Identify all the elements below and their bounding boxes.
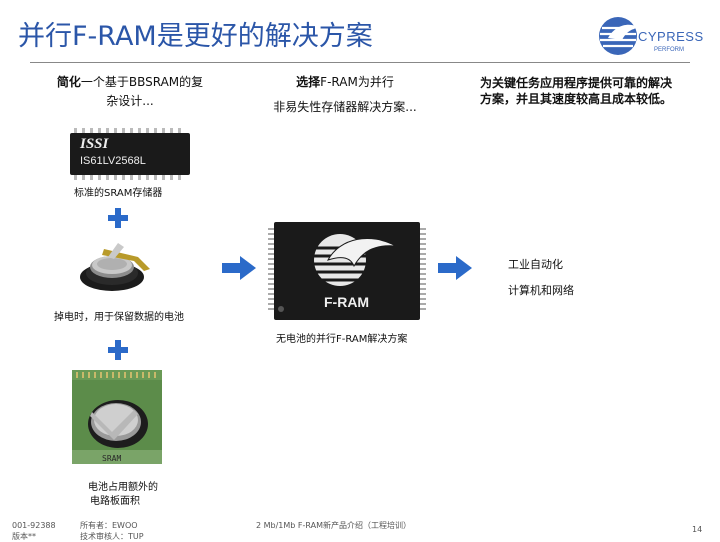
footer-rev: 版本** — [12, 531, 56, 542]
sram-caption: 标准的SRAM存储器 — [74, 184, 162, 199]
board-marking: SRAM — [102, 454, 121, 463]
col1-line2: 杂设计... — [40, 92, 220, 111]
plus-icon — [108, 340, 128, 360]
col2-line2: 非易失性存储器解决方案... — [270, 98, 420, 117]
col2-line1: F-RAM为并行 — [320, 75, 394, 89]
footer-reviewer: 技术审核人：TUP — [80, 531, 144, 542]
footer-owner-info: 所有者：EWOO 技术审核人：TUP — [80, 520, 144, 542]
title-divider — [30, 62, 690, 63]
cypress-brand: CYPRESS — [638, 29, 704, 44]
footer-owner: 所有者：EWOO — [80, 520, 144, 531]
cypress-tagline: PERFORM — [654, 47, 684, 53]
footer-doc-id: 001-92388 — [12, 520, 56, 531]
footer-doc-info: 001-92388 版本** — [12, 520, 56, 542]
column-benefit-text: 为关键任务应用程序提供可靠的解决 方案，并且其速度较高且成本较低。 — [480, 75, 690, 107]
app-industrial-automation: 工业自动化 — [508, 256, 563, 272]
cypress-logo: CYPRESS PERFORM — [596, 14, 706, 58]
slide-title: 并行F-RAM是更好的解决方案 — [18, 14, 373, 53]
fram-chip-image: F-RAM — [268, 222, 426, 320]
fram-caption: 无电池的并行F-RAM解决方案 — [276, 330, 407, 345]
sram-chip-image: ISSI IS61LV2568L — [68, 128, 192, 180]
pin1-dot — [278, 306, 284, 312]
page-number: 14 — [692, 524, 702, 535]
col2-bold: 选择 — [296, 75, 320, 89]
sram-chip-brand: ISSI — [80, 136, 108, 153]
plus-icon — [108, 208, 128, 228]
sram-chip-part: IS61LV2568L — [80, 155, 146, 167]
col3-line2: 方案，并且其速度较高且成本较低。 — [480, 91, 690, 107]
column-choose-text: 选择F-RAM为并行 非易失性存储器解决方案... — [270, 73, 420, 117]
coin-battery-image — [78, 235, 154, 295]
col1-bold: 简化 — [57, 75, 81, 89]
col3-line1: 为关键任务应用程序提供可靠的解决 — [480, 75, 690, 91]
arrow-right-icon — [438, 256, 472, 280]
board-photo-icon: SRAM — [72, 370, 162, 464]
fram-chip-label: F-RAM — [324, 294, 369, 310]
sram-chip-body: ISSI IS61LV2568L — [70, 133, 190, 175]
app-computing-networking: 计算机和网络 — [508, 282, 574, 298]
battery-icon — [78, 235, 154, 295]
arrow-right-icon — [222, 256, 256, 280]
col1-line1: 一个基于BBSRAM的复 — [81, 75, 203, 89]
column-simplify-text: 简化一个基于BBSRAM的复 杂设计... — [40, 73, 220, 111]
board-battery-image: SRAM — [72, 370, 162, 464]
battery-caption: 掉电时，用于保留数据的电池 — [54, 308, 184, 323]
board-caption-line2: 电路板面积 — [90, 492, 140, 507]
footer-center-text: 2 Mb/1Mb F-RAM新产品介绍（工程培训） — [256, 520, 411, 531]
fram-chip-body: F-RAM — [274, 222, 420, 320]
board-caption-line1: 电池占用额外的 — [88, 478, 158, 493]
cypress-tree-icon — [274, 226, 420, 296]
